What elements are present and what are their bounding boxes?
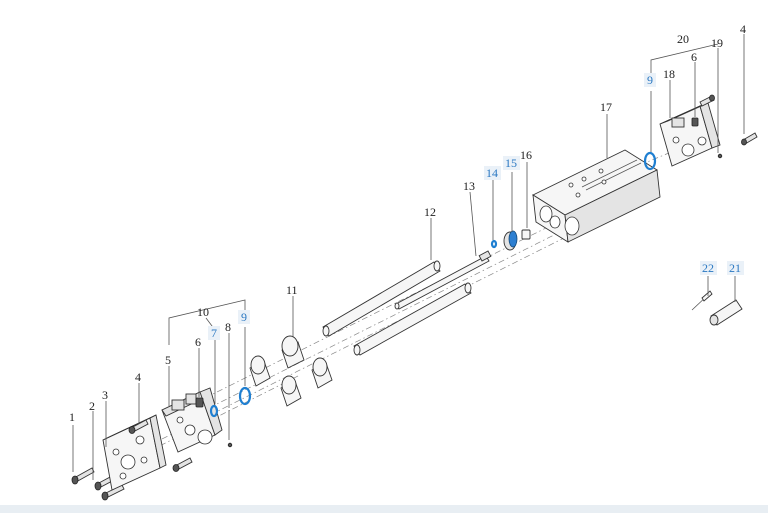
pin-8 xyxy=(227,410,233,448)
bushing-11a xyxy=(281,335,305,369)
piston-rod-13 xyxy=(394,250,492,310)
head-18 xyxy=(659,102,721,167)
screw-1 xyxy=(71,467,95,485)
label-13: 13 xyxy=(463,179,475,193)
cylinder-body-17 xyxy=(532,149,661,243)
label-22: 22 xyxy=(702,261,714,275)
label-7: 7 xyxy=(211,326,217,340)
label-4-left: 4 xyxy=(135,370,141,384)
label-3: 3 xyxy=(102,388,108,402)
guide-rod-12-lower xyxy=(353,282,472,356)
guide-rod-12-upper xyxy=(322,260,441,337)
screw-18 xyxy=(699,94,715,107)
label-14: 14 xyxy=(486,166,498,180)
accessory-21 xyxy=(709,299,743,326)
screw-4-lower xyxy=(172,457,193,472)
label-11: 11 xyxy=(286,283,298,297)
label-9-right: 9 xyxy=(647,73,653,87)
label-15: 15 xyxy=(505,156,517,170)
piston-15 xyxy=(503,230,518,251)
o-ring-7 xyxy=(209,404,219,418)
head-5 xyxy=(161,387,223,453)
label-5: 5 xyxy=(165,353,171,367)
bushing-11c xyxy=(311,357,333,389)
label-8: 8 xyxy=(225,320,231,334)
accessory-22 xyxy=(691,290,713,311)
bushing-11d xyxy=(280,375,302,407)
label-18: 18 xyxy=(663,67,675,81)
label-16: 16 xyxy=(520,148,532,162)
nut-6-right xyxy=(691,117,699,127)
label-2: 2 xyxy=(89,399,95,413)
label-20: 20 xyxy=(677,32,689,46)
label-6-right: 6 xyxy=(691,50,697,64)
label-17: 17 xyxy=(600,100,612,114)
o-ring-9-left xyxy=(238,386,252,406)
label-6-left: 6 xyxy=(195,335,201,349)
footer-bar xyxy=(0,505,768,513)
label-19: 19 xyxy=(711,36,723,50)
label-1: 1 xyxy=(69,410,75,424)
callout-labels: 1 2 3 4 4 5 6 6 7 8 9 9 10 11 12 13 14 1… xyxy=(69,22,746,424)
label-21: 21 xyxy=(729,261,741,275)
o-ring-9-right xyxy=(643,151,657,171)
screw-4-right xyxy=(741,132,758,146)
label-10: 10 xyxy=(197,305,209,319)
label-9-left: 9 xyxy=(241,310,247,324)
pin-19 xyxy=(717,153,723,159)
label-4-right: 4 xyxy=(740,22,746,36)
seal-14 xyxy=(490,239,498,249)
bushing-11b xyxy=(249,355,271,387)
magnet-16 xyxy=(521,229,531,240)
nut-6-left xyxy=(195,397,204,408)
screw-4-left xyxy=(128,419,149,434)
label-12: 12 xyxy=(424,205,436,219)
